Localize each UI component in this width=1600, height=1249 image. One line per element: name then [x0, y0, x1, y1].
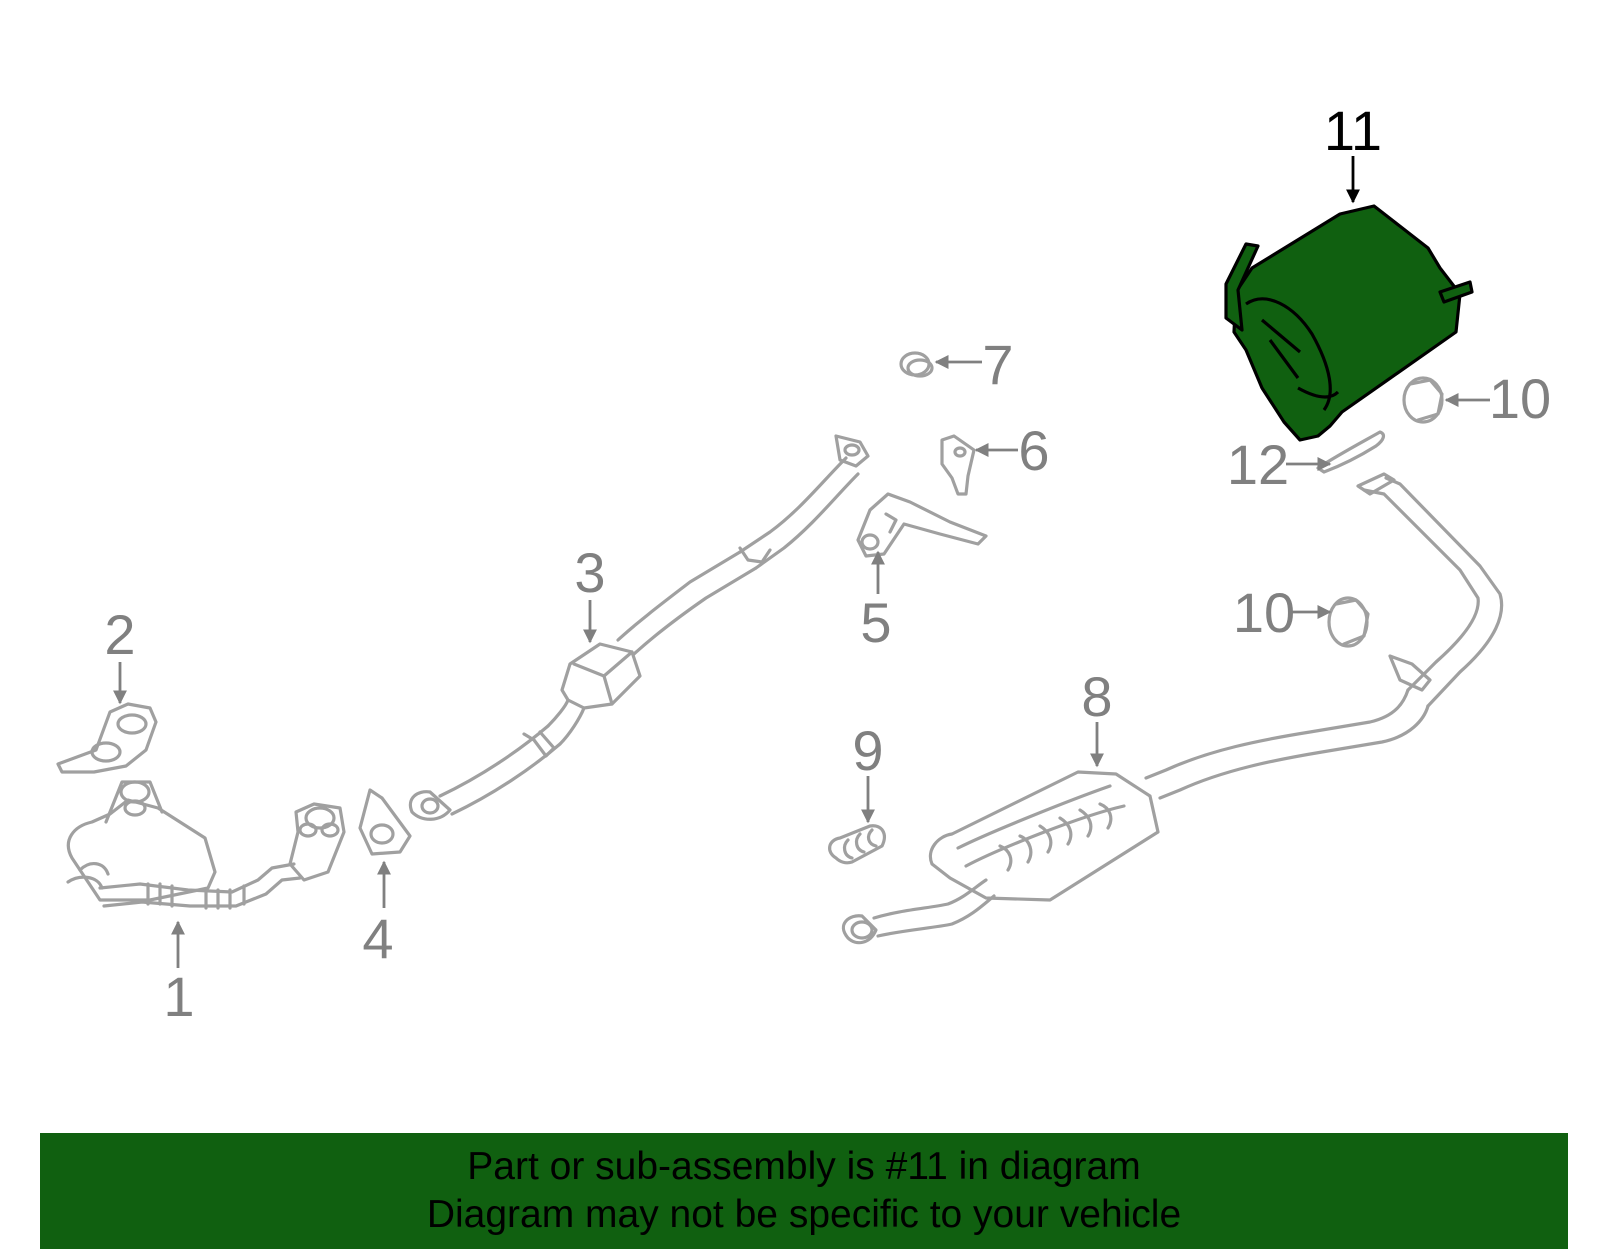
callout-labels: 1 2 3 4 5 6 7 8 9 10 10 11 12	[104, 99, 1551, 1028]
callout-4[interactable]: 4	[362, 907, 393, 970]
part-8-center-pipe[interactable]	[841, 472, 1504, 945]
banner-line-1: Part or sub-assembly is #11 in diagram	[467, 1145, 1141, 1188]
part-6-bracket[interactable]	[940, 434, 976, 496]
part-2-gasket[interactable]	[56, 702, 158, 774]
part-3-front-pipe[interactable]	[408, 434, 870, 821]
part-10-insulator-upper[interactable]	[1402, 376, 1444, 424]
callout-12[interactable]: 12	[1227, 433, 1289, 496]
part-1-manifold[interactable]	[66, 780, 346, 910]
part-7-clamp[interactable]	[899, 351, 934, 378]
leader-arrows	[113, 355, 1490, 968]
callout-10-upper[interactable]: 10	[1489, 367, 1551, 430]
callout-6[interactable]: 6	[1018, 419, 1049, 482]
callout-3[interactable]: 3	[574, 541, 605, 604]
part-11-muffler[interactable]	[1224, 204, 1474, 442]
callout-8[interactable]: 8	[1081, 665, 1112, 728]
callout-9[interactable]: 9	[852, 719, 883, 782]
banner-line-2: Diagram may not be specific to your vehi…	[426, 1193, 1182, 1236]
callout-7[interactable]: 7	[982, 333, 1013, 396]
callout-2[interactable]: 2	[104, 603, 135, 666]
part-12-gasket[interactable]	[1316, 430, 1386, 474]
part-5-bracket[interactable]	[856, 492, 988, 558]
callout-10-lower[interactable]: 10	[1233, 581, 1295, 644]
callout-5[interactable]: 5	[860, 591, 891, 654]
callout-11[interactable]: 11	[1324, 99, 1382, 162]
part-10-insulator-lower[interactable]	[1327, 596, 1370, 648]
info-banner: Part or sub-assembly is #11 in diagram D…	[40, 1133, 1568, 1249]
part-4-gasket[interactable]	[358, 788, 412, 856]
callout-1[interactable]: 1	[163, 965, 194, 1028]
part-9-hanger[interactable]	[828, 824, 886, 865]
